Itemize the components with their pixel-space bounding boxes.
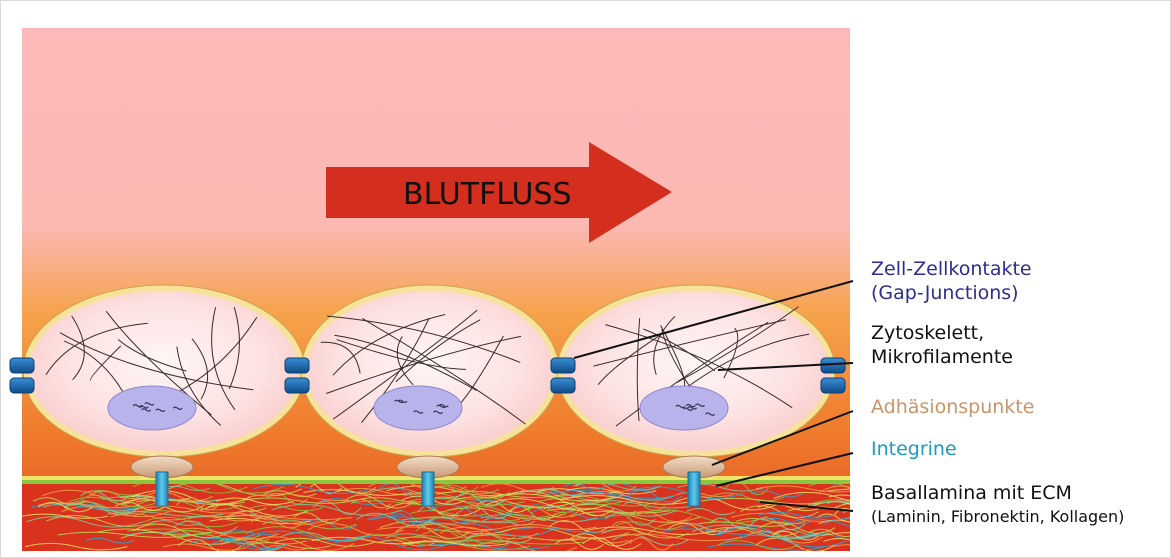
nucleus-body	[108, 386, 196, 430]
nucleus-body	[374, 386, 462, 430]
label-ecm-components: (Laminin, Fibronektin, Kollagen)	[871, 507, 1124, 527]
label-integrins: Integrine	[871, 437, 957, 461]
gap-junction-upper	[551, 358, 575, 373]
nucleus	[374, 386, 462, 430]
gap-junction-lower	[10, 378, 34, 393]
gap-junction-lower	[285, 378, 309, 393]
label-adhesion-points: Adhäsionspunkte	[871, 395, 1034, 419]
label-cytoskeleton: Zytoskelett, Mikrofilamente	[871, 321, 1013, 369]
integrin	[156, 472, 168, 506]
integrin	[422, 472, 434, 506]
gap-junction-lower	[551, 378, 575, 393]
label-gap-junctions: Zell-Zellkontakte (Gap-Junctions)	[871, 257, 1032, 305]
blood-flow-label: BLUTFLUSS	[403, 177, 572, 212]
gap-junction-upper	[285, 358, 309, 373]
nucleus	[640, 386, 728, 430]
gap-junction-upper	[821, 358, 845, 373]
nucleus	[108, 386, 196, 430]
gap-junction-upper	[10, 358, 34, 373]
label-basal-lamina: Basallamina mit ECM	[871, 481, 1072, 505]
gap-junction-lower	[821, 378, 845, 393]
integrin	[688, 472, 700, 506]
